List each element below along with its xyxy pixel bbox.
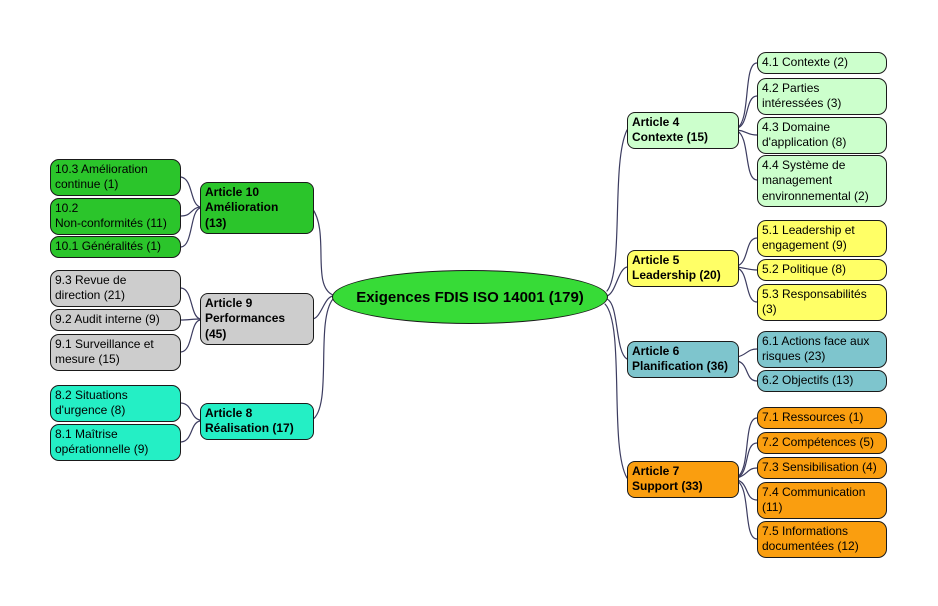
connector [311,295,334,320]
article-10-node[interactable]: Article 10 Amélioration (13) [200,182,314,235]
connector [180,176,201,208]
connector [180,420,201,443]
child-4-4-node[interactable]: 4.4 Système de management environnementa… [757,155,887,208]
child-6-1-node[interactable]: 6.1 Actions face aux risques (23) [757,331,887,368]
connector [736,267,758,303]
connector [736,130,758,181]
connector [736,348,758,358]
article-4-node[interactable]: Article 4 Contexte (15) [627,112,739,149]
connector [180,319,201,353]
child-6-2-node[interactable]: 6.2 Objectifs (13) [757,370,887,392]
article-6-node[interactable]: Article 6 Planification (36) [627,341,739,378]
child-10-3-node[interactable]: 10.3 Amélioration continue (1) [50,159,181,196]
article-8-node[interactable]: Article 8 Réalisation (17) [200,403,314,440]
connector [736,480,758,540]
child-10-2-node[interactable]: 10.2 Non-conformités (11) [50,198,181,235]
child-9-2-node[interactable]: 9.2 Audit interne (9) [50,309,181,331]
connector [311,207,334,296]
child-8-1-node[interactable]: 8.1 Maîtrise opérationnelle (9) [50,424,181,461]
connector [736,479,758,501]
connector [311,298,334,421]
connector [736,266,758,271]
connector [606,298,628,360]
connector [180,287,201,320]
connector [736,360,758,382]
connector [606,266,628,297]
connector [736,442,758,479]
connector [736,467,758,479]
connector [736,62,758,129]
child-7-2-node[interactable]: 7.2 Compétences (5) [757,432,887,454]
article-7-node[interactable]: Article 7 Support (33) [627,461,739,498]
article-9-node[interactable]: Article 9 Performances (45) [200,293,314,346]
child-4-1-node[interactable]: 4.1 Contexte (2) [757,52,887,74]
connector [604,303,628,479]
root-node[interactable]: Exigences FDIS ISO 14001 (179) [332,270,608,324]
child-9-3-node[interactable]: 9.3 Revue de direction (21) [50,270,181,307]
child-9-1-node[interactable]: 9.1 Surveillance et mesure (15) [50,334,181,371]
child-4-3-node[interactable]: 4.3 Domaine d'application (8) [757,117,887,154]
connector [180,207,201,248]
connector [736,129,758,136]
connector [180,206,201,217]
child-5-3-node[interactable]: 5.3 Responsabilités (3) [757,284,887,321]
connector [180,402,201,421]
child-10-1-node[interactable]: 10.1 Généralités (1) [50,236,181,258]
article-5-node[interactable]: Article 5 Leadership (20) [627,250,739,287]
child-7-4-node[interactable]: 7.4 Communication (11) [757,482,887,519]
connector [180,318,201,321]
connector [736,237,758,267]
child-7-3-node[interactable]: 7.3 Sensibilisation (4) [757,457,887,479]
connector [736,95,758,129]
child-5-2-node[interactable]: 5.2 Politique (8) [757,259,887,281]
child-7-1-node[interactable]: 7.1 Ressources (1) [757,407,887,429]
connector [606,129,628,292]
child-8-2-node[interactable]: 8.2 Situations d'urgence (8) [50,385,181,422]
child-5-1-node[interactable]: 5.1 Leadership et engagement (9) [757,220,887,257]
child-7-5-node[interactable]: 7.5 Informations documentées (12) [757,521,887,558]
child-4-2-node[interactable]: 4.2 Parties intéressées (3) [757,78,887,115]
connector [736,417,758,478]
